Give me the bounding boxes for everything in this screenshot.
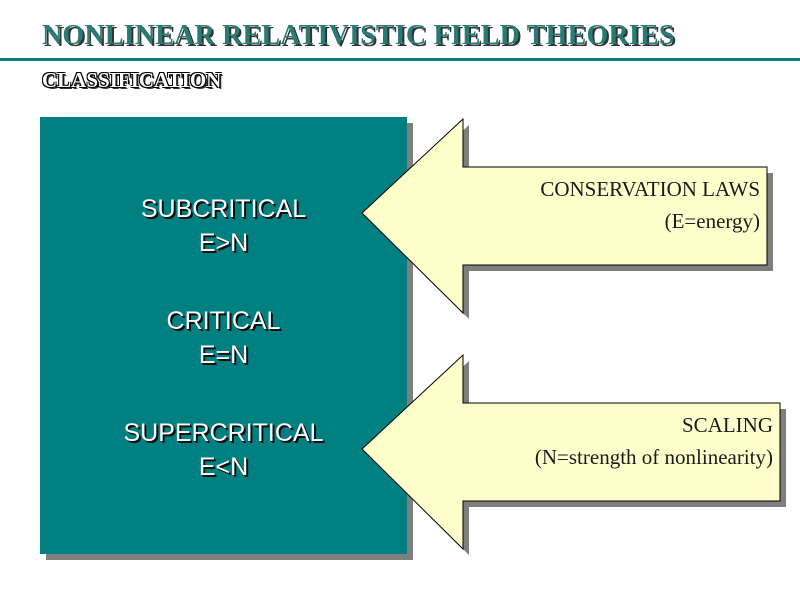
class-name: CRITICAL xyxy=(166,307,281,335)
conservation-arrow-text: CONSERVATION LAWS (E=energy) xyxy=(540,174,760,237)
classification-block xyxy=(40,117,407,554)
title-rule xyxy=(0,58,800,61)
class-condition: E>N xyxy=(198,229,249,257)
scaling-arrow-text: SCALING (N=strength of nonlinearity) xyxy=(535,410,773,473)
classification-list: SUBCRITICAL E>N CRITICAL E=N SUPERCRITIC… xyxy=(40,117,407,554)
arrow-label: SCALING xyxy=(681,413,773,437)
class-name: SUBCRITICAL xyxy=(140,195,307,223)
class-supercritical: SUPERCRITICAL E<N xyxy=(40,416,407,484)
slide-title: NONLINEAR RELATIVISTIC FIELD THEORIES xyxy=(42,20,675,51)
slide-subtitle: CLASSIFICATION xyxy=(42,68,222,92)
arrow-note: (E=energy) xyxy=(664,208,760,233)
conservation-arrow xyxy=(361,117,768,315)
class-critical: CRITICAL E=N xyxy=(40,304,407,372)
arrow-label: CONSERVATION LAWS xyxy=(540,177,760,201)
class-condition: E<N xyxy=(198,453,249,481)
class-condition: E=N xyxy=(198,341,249,369)
scaling-arrow xyxy=(361,353,781,551)
class-name: SUPERCRITICAL xyxy=(123,419,324,447)
arrow-note: (N=strength of nonlinearity) xyxy=(534,444,773,469)
class-subcritical: SUBCRITICAL E>N xyxy=(40,192,407,260)
